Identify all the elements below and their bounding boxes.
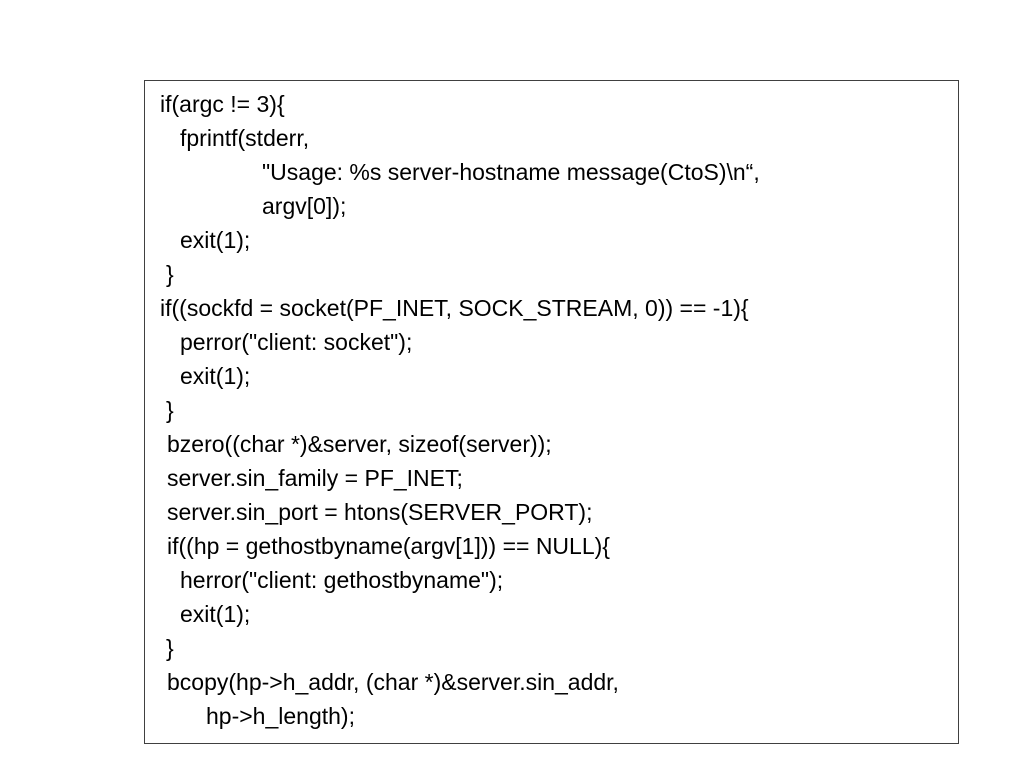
code-line-1: if(argc != 3){ bbox=[160, 91, 285, 117]
code-line-10: } bbox=[166, 397, 174, 423]
code-line-7: if((sockfd = socket(PF_INET, SOCK_STREAM… bbox=[160, 295, 749, 321]
code-line-19: hp->h_length); bbox=[206, 703, 355, 729]
code-line-8: perror("client: socket"); bbox=[180, 329, 413, 355]
code-line-6: } bbox=[166, 261, 174, 287]
code-line-5: exit(1); bbox=[180, 227, 251, 253]
code-line-2: fprintf(stderr, bbox=[180, 125, 310, 151]
code-line-17: } bbox=[166, 635, 174, 661]
code-line-15: herror("client: gethostbyname"); bbox=[180, 567, 504, 593]
code-line-13: server.sin_port = htons(SERVER_PORT); bbox=[167, 499, 593, 525]
code-line-9: exit(1); bbox=[180, 363, 251, 389]
code-line-4: argv[0]); bbox=[262, 193, 347, 219]
code-block bbox=[144, 80, 959, 744]
code-line-16: exit(1); bbox=[180, 601, 251, 627]
code-line-12: server.sin_family = PF_INET; bbox=[167, 465, 463, 491]
code-line-18: bcopy(hp->h_addr, (char *)&server.sin_ad… bbox=[167, 669, 619, 695]
code-line-14: if((hp = gethostbyname(argv[1])) == NULL… bbox=[167, 533, 610, 559]
code-line-3: "Usage: %s server-hostname message(CtoS)… bbox=[262, 159, 760, 185]
code-line-11: bzero((char *)&server, sizeof(server)); bbox=[167, 431, 552, 457]
